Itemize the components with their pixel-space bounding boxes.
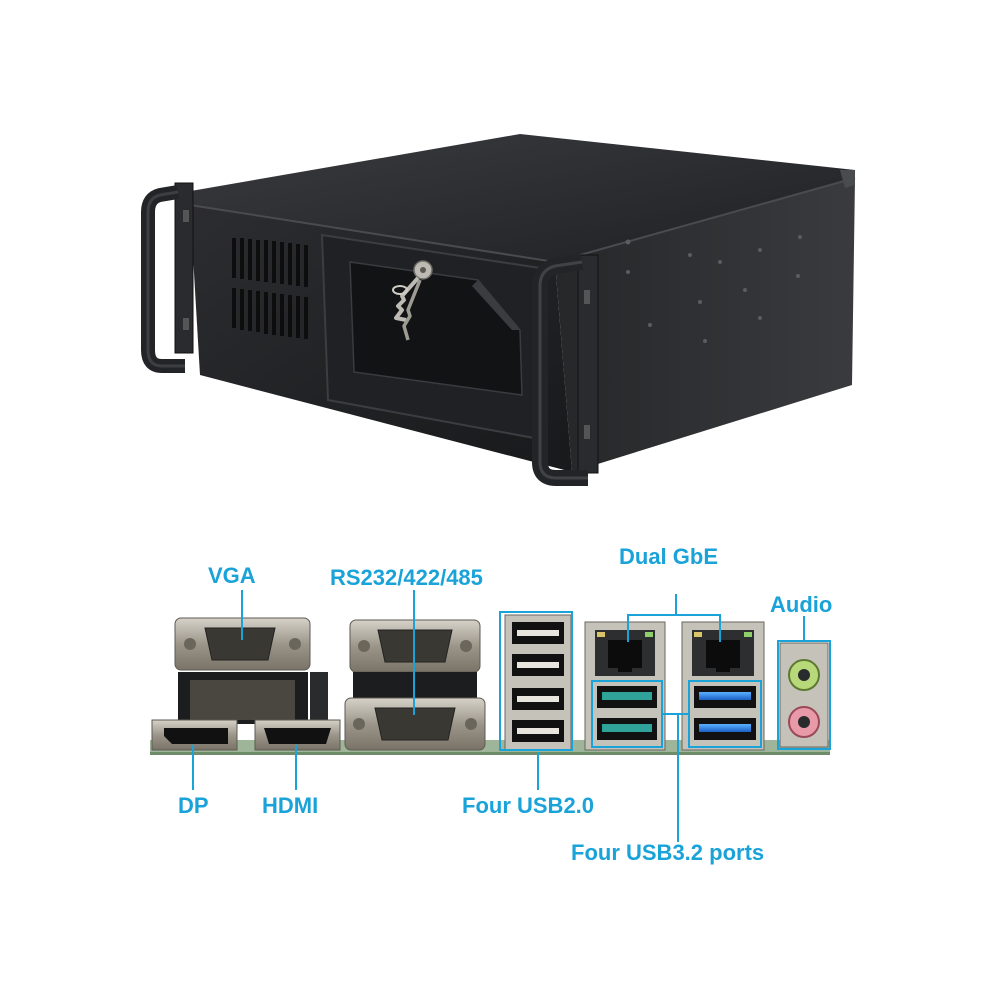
key-lock-icon bbox=[392, 260, 433, 341]
door-window bbox=[349, 261, 523, 396]
dual-gbe-label: Dual GbE bbox=[619, 544, 719, 569]
vent-grill-lower bbox=[232, 288, 308, 339]
hdmi-connector bbox=[254, 719, 341, 751]
serial-connector-bottom bbox=[344, 697, 486, 751]
audio-label: Audio bbox=[770, 592, 833, 617]
dp-label: DP bbox=[178, 793, 209, 818]
io-panel bbox=[150, 614, 830, 755]
side-screws bbox=[625, 235, 802, 343]
lan-usb3-block-1 bbox=[584, 621, 666, 751]
vga-connector bbox=[174, 617, 328, 732]
usb2-label: Four USB2.0 bbox=[462, 793, 595, 818]
lan-usb3-block-2 bbox=[681, 621, 765, 751]
dp-connector bbox=[151, 719, 238, 751]
audio-jacks bbox=[779, 642, 829, 748]
right-handle bbox=[532, 254, 599, 486]
vga-label: VGA bbox=[208, 563, 256, 588]
left-handle bbox=[141, 182, 194, 373]
rackmount-chassis bbox=[141, 134, 856, 486]
usb3-label: Four USB3.2 ports bbox=[571, 840, 765, 865]
serial-label: RS232/422/485 bbox=[330, 565, 483, 590]
callout-lines bbox=[192, 590, 831, 842]
vent-grill-upper bbox=[232, 238, 308, 287]
usb2-stack bbox=[504, 614, 572, 751]
hdmi-label: HDMI bbox=[262, 793, 319, 818]
